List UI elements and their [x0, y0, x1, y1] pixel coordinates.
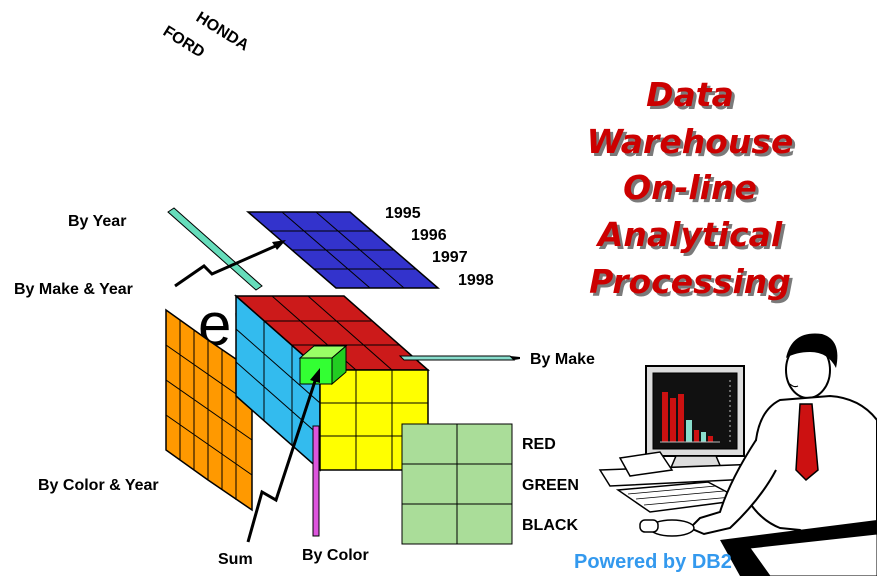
make-year-arrow: [174, 240, 286, 288]
color-label-black: BLACK: [522, 517, 578, 534]
brand-label-ford: FORD: [160, 23, 207, 61]
color-label-green: GREEN: [522, 477, 579, 494]
year-label: 1995: [385, 205, 421, 222]
label-by-make: By Make: [530, 351, 595, 368]
by-make-bar: [398, 355, 520, 361]
title-line-shadow: Warehouse: [590, 125, 797, 164]
title-line: Processing: [589, 262, 791, 301]
year-label: 1998: [458, 272, 494, 289]
by-year-bar: [167, 207, 263, 291]
person-at-computer-illustration: [598, 333, 877, 576]
sum-cell: [298, 344, 348, 386]
title-block: Data Warehouse On-line Analytical Data W…: [587, 75, 797, 304]
title-line: Data: [646, 75, 734, 114]
label-by-color: By Color: [302, 547, 369, 564]
year-label: 1997: [432, 249, 468, 266]
label-sum: Sum: [218, 551, 253, 568]
sum-arrow: [246, 368, 320, 543]
title-line-shadow: Analytical: [598, 218, 786, 257]
color-plane: [401, 423, 513, 545]
label-by-color-and-year: By Color & Year: [38, 477, 159, 494]
by-color-bar: [312, 425, 320, 537]
year-label: 1996: [411, 227, 447, 244]
year-plane: [245, 211, 441, 289]
title-line-shadow: Data: [649, 78, 737, 117]
powered-by-footer: Powered by DB2: [574, 551, 732, 573]
label-by-year: By Year: [68, 213, 126, 230]
title-line-shadow: On-line: [626, 171, 760, 210]
title-line-shadow: Processing: [592, 265, 794, 304]
title-line: Analytical: [595, 215, 783, 254]
title-line: Warehouse: [587, 122, 794, 161]
color-year-plane: [165, 308, 253, 512]
title-line: On-line: [623, 168, 757, 207]
color-label-red: RED: [522, 436, 556, 453]
label-by-make-and-year: By Make & Year: [14, 281, 133, 298]
